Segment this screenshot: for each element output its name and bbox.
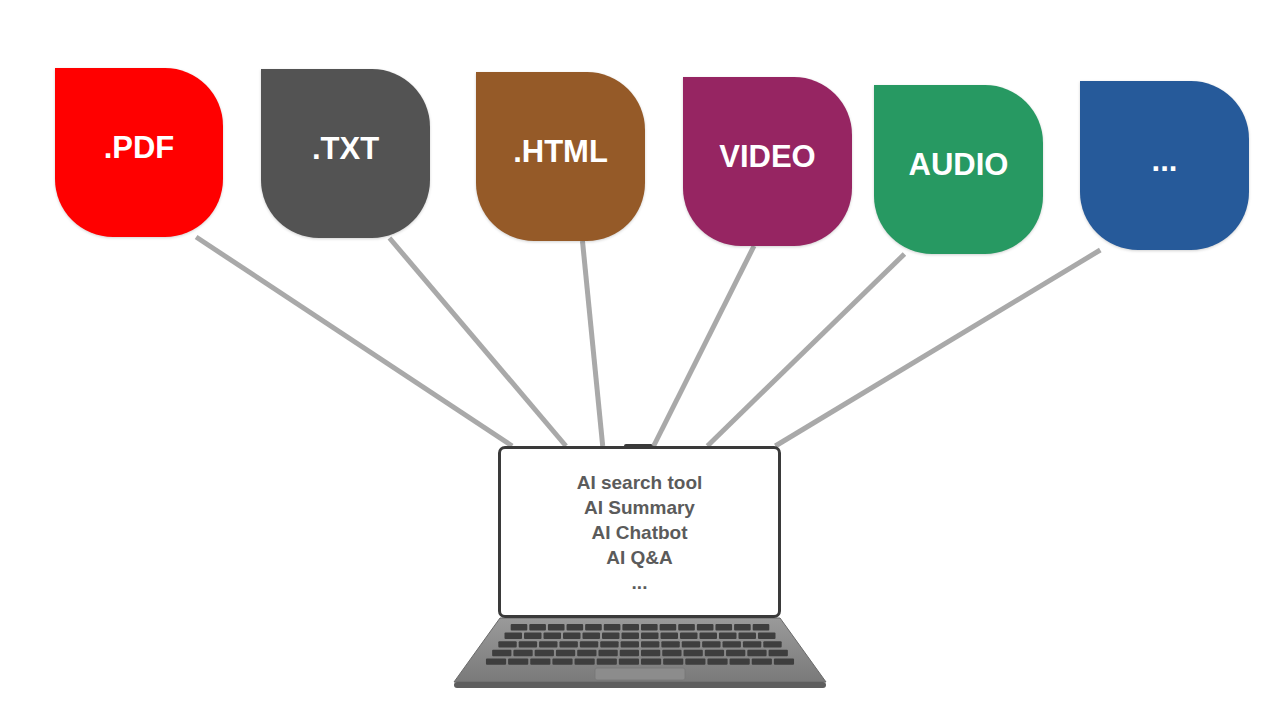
keyboard-key (622, 633, 639, 639)
keyboard-key (641, 641, 659, 647)
keyboard-key (763, 641, 781, 647)
keyboard-key (752, 658, 772, 664)
keyboard-key (519, 641, 537, 647)
keyboard-key (747, 650, 766, 656)
keyboard-key (660, 624, 677, 630)
html-file-shape: .HTML (476, 72, 645, 241)
keyboard-key (492, 650, 511, 656)
keyboard-key (738, 633, 755, 639)
file-type-label: .PDF (104, 130, 175, 166)
keyboard-key (621, 641, 639, 647)
file-type-label: .HTML (513, 134, 608, 170)
file-type-label: AUDIO (909, 147, 1009, 183)
keyboard-key (715, 624, 732, 630)
connector-line (707, 254, 904, 446)
keyboard-key (641, 658, 661, 664)
keyboard-key (583, 633, 600, 639)
feature-label: AI search tool (577, 470, 703, 495)
feature-label: AI Q&A (606, 545, 673, 570)
keyboard-key (697, 624, 714, 630)
connector-line (775, 250, 1100, 446)
keyboard-key (684, 650, 703, 656)
keyboard-key (602, 633, 619, 639)
keyboard-key (685, 658, 705, 664)
keyboard-key (552, 658, 572, 664)
keyboard-key (575, 658, 595, 664)
keyboard-key (734, 624, 751, 630)
keyboard-key (774, 658, 794, 664)
keyboard-key (529, 624, 546, 630)
file-type-label: VIDEO (719, 139, 815, 175)
keyboard-key (619, 658, 639, 664)
connector-line (389, 238, 565, 446)
keyboard-key (505, 633, 522, 639)
keyboard-key (622, 624, 639, 630)
keyboard-key (743, 641, 761, 647)
keyboard-key (641, 650, 660, 656)
keyboard-key (559, 641, 577, 647)
keyboard-key (600, 641, 618, 647)
keyboard-key (580, 641, 598, 647)
keyboard-key (702, 641, 720, 647)
keyboard-key (486, 658, 506, 664)
pdf-file-shape: .PDF (55, 68, 223, 237)
keyboard-key (769, 650, 788, 656)
keyboard-key (498, 641, 516, 647)
file-type-label: ... (1152, 143, 1178, 179)
keyboard-key (535, 650, 554, 656)
keyboard-key (758, 633, 775, 639)
feature-label: AI Chatbot (591, 520, 687, 545)
keyboard-key (604, 624, 621, 630)
keyboard-key (620, 650, 639, 656)
keyboard-key (678, 624, 695, 630)
keyboard-key (682, 641, 700, 647)
keyboard-key (705, 650, 724, 656)
video-file-shape: VIDEO (683, 77, 852, 246)
keyboard-key (530, 658, 550, 664)
keyboard-key (539, 641, 557, 647)
keyboard-key (730, 658, 750, 664)
keyboard-key (719, 633, 736, 639)
keyboard-key (508, 658, 528, 664)
keyboard-key (585, 624, 602, 630)
connector-line (582, 241, 602, 446)
audio-file-shape: AUDIO (874, 85, 1043, 254)
keyboard-key (598, 650, 617, 656)
keyboard-key (524, 633, 541, 639)
keyboard-key (641, 633, 658, 639)
keyboard-key (663, 658, 683, 664)
laptop-screen: AI search toolAI SummaryAI ChatbotAI Q&A… (498, 446, 781, 618)
feature-label: AI Summary (584, 495, 695, 520)
keyboard-key (513, 650, 532, 656)
keyboard-key (660, 633, 677, 639)
keyboard-key (662, 650, 681, 656)
keyboard-key (699, 633, 716, 639)
laptop-front-edge (454, 682, 826, 688)
keyboard-key (680, 633, 697, 639)
feature-label: ... (632, 570, 648, 595)
connector-line (196, 237, 512, 446)
keyboard-key (548, 624, 565, 630)
keyboard-key (563, 633, 580, 639)
keyboard-key (753, 624, 770, 630)
keyboard-key (707, 658, 727, 664)
keyboard-keys (486, 624, 794, 665)
laptop-base (454, 618, 826, 682)
keyboard-key (577, 650, 596, 656)
keyboard-key (556, 650, 575, 656)
keyboard-key (597, 658, 617, 664)
keyboard-key (726, 650, 745, 656)
txt-file-shape: .TXT (261, 69, 430, 238)
keyboard-key (567, 624, 584, 630)
more-file-shape: ... (1080, 81, 1249, 250)
keyboard-key (661, 641, 679, 647)
keyboard-key (723, 641, 741, 647)
keyboard-key (511, 624, 528, 630)
keyboard-key (544, 633, 561, 639)
laptop-trackpad (595, 668, 685, 680)
keyboard-key (641, 624, 658, 630)
file-type-label: .TXT (312, 131, 379, 167)
